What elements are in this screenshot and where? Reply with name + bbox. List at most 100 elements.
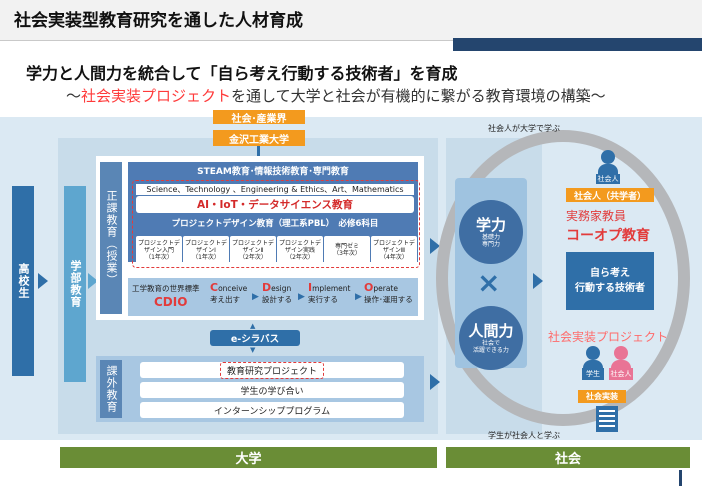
- arrow-right-icon: [38, 273, 48, 289]
- cdio-step-implement: Implement 実行する: [308, 282, 350, 305]
- cdio-jp: 実行する: [308, 295, 338, 304]
- cdio-step-design: Design 設計する: [262, 282, 292, 305]
- building-icon: [596, 406, 618, 432]
- course-name: プロジェクトデザインⅠ: [184, 239, 227, 254]
- goal-line: 行動する技術者: [575, 283, 645, 294]
- university-band: 大学: [60, 447, 437, 468]
- undergrad-bar: 学部教育: [64, 186, 86, 382]
- person-body-icon: [598, 164, 618, 174]
- cdio-letter: O: [364, 281, 374, 294]
- circle-sub: 活躍できる力: [473, 347, 509, 354]
- cdio-jp: 操作･運用する: [364, 295, 413, 304]
- course-card: 専門ゼミ（3年次）: [324, 236, 370, 264]
- cdio-rest: perate: [373, 284, 398, 293]
- page-title: 社会実装型教育研究を通した人材育成: [14, 11, 303, 31]
- connector-line: [257, 146, 260, 158]
- person-icon: [601, 150, 615, 164]
- cdio-jp: 設計する: [262, 295, 292, 304]
- society-band: 社会: [446, 447, 690, 468]
- worker-tag: 社会人: [609, 368, 633, 380]
- course-name: プロジェクトデザイン入門: [137, 239, 180, 254]
- cdio-rest: mplement: [312, 284, 351, 293]
- course-card: プロジェクトデザインⅢ（4年次）: [371, 236, 417, 264]
- course-name: プロジェクトデザインⅢ: [372, 239, 415, 254]
- student-tag: 学生: [582, 368, 604, 380]
- subline-prefix: ～: [66, 87, 82, 105]
- sciences-line: Science、Technology 、Engineering & Ethics…: [136, 184, 414, 195]
- steam-title: STEAM教育･情報技術教育･専門教育: [197, 166, 349, 177]
- highlight-frame: [220, 362, 324, 379]
- coop-education: コーオプ教育: [566, 228, 650, 244]
- cdio-standard-label: 工学教育の世界標準: [132, 284, 200, 293]
- circle-title: 学力: [475, 216, 506, 234]
- course-name: プロジェクトデザイン実践: [278, 239, 321, 254]
- goal-box: 自ら考え行動する技術者: [566, 252, 654, 310]
- student-body-icon: [583, 360, 603, 368]
- curriculum-label: 正課教育（授業）: [100, 162, 122, 314]
- cdio-letter: D: [262, 281, 272, 294]
- extracurricular-item: 学生の学び合い: [140, 382, 404, 398]
- cross-icon: ×: [477, 266, 501, 299]
- circle-sub: 社会で: [481, 340, 500, 347]
- cdio-jp: 考え出す: [210, 295, 240, 304]
- course-year: （2年次）: [239, 253, 267, 261]
- circle-title: 人間力: [468, 322, 514, 340]
- arrow-right-icon: ▶: [298, 292, 305, 302]
- pbl-title: プロジェクトデザイン教育（理工系PBL） 必修6科目: [171, 219, 379, 229]
- human-ability-circle: 人間力社会で活躍できる力: [459, 306, 523, 370]
- course-card: プロジェクトデザインⅠ（1年次）: [183, 236, 229, 264]
- course-year: （2年次）: [286, 253, 314, 261]
- highlight-frame: [132, 180, 420, 268]
- cdio-card: [128, 278, 418, 316]
- subline: ～社会実装プロジェクトを通して大学と社会が有機的に繋がる教育環境の構築～: [66, 85, 606, 106]
- subline-highlight: 社会実装プロジェクト: [81, 87, 232, 105]
- course-card: プロジェクトデザイン実践（2年次）: [277, 236, 323, 264]
- student-icon: [586, 346, 600, 360]
- course-year: （3年次）: [333, 250, 361, 257]
- worker-icon: [614, 346, 628, 360]
- course-year: （1年次）: [192, 253, 220, 261]
- circle-sub: 基礎力: [481, 234, 500, 241]
- extracurricular-label: 課外教育: [100, 360, 122, 418]
- person-tag: 社会人: [596, 174, 620, 184]
- arrow-down-icon: ▼: [250, 346, 256, 354]
- headline: 学力と人間力を統合して「自ら考え行動する技術者」を育成: [26, 64, 458, 83]
- industry-label: 社会･産業界: [213, 110, 305, 125]
- corner-mark: [679, 470, 682, 486]
- high-school-bar: 高校生: [12, 186, 34, 376]
- header-rule: [0, 40, 702, 41]
- ring-caption-top: 社会人が大学で学ぶ: [488, 124, 560, 133]
- subline-suffix: を通して大学と社会が有機的に繋がる教育環境の構築～: [231, 87, 606, 105]
- course-card: プロジェクトデザインⅡ（2年次）: [230, 236, 276, 264]
- cdio-rest: esign: [271, 284, 292, 293]
- arrow-right-icon: ▶: [252, 292, 259, 302]
- practice-label: 社会実装: [578, 390, 626, 403]
- course-name: プロジェクトデザインⅡ: [231, 239, 274, 254]
- arrow-right-icon: [430, 374, 440, 390]
- course-name: 専門ゼミ: [334, 243, 359, 250]
- cdio-word: CDIO: [154, 295, 188, 309]
- arrow-right-icon: [430, 238, 440, 254]
- partner-label: 社会人（共学者）: [566, 188, 654, 202]
- arrow-right-icon: ▶: [355, 292, 362, 302]
- social-project-label: 社会実装プロジェクト: [548, 330, 669, 344]
- practitioner-faculty: 実務家教員: [566, 209, 627, 223]
- cdio-letter: C: [210, 281, 219, 294]
- course-year: （4年次）: [380, 253, 408, 261]
- header-accent-bar: [453, 38, 702, 51]
- course-year: （1年次）: [145, 253, 173, 261]
- cdio-step-operate: Operate 操作･運用する: [364, 282, 413, 305]
- e-syllabus-label: e-シラバス: [210, 330, 300, 346]
- cdio-letter: I: [308, 281, 313, 294]
- arrow-right-icon: [88, 273, 98, 289]
- extracurricular-item: 教育研究プロジェクト: [140, 362, 404, 378]
- academic-ability-circle: 学力基礎力専門力: [459, 200, 523, 264]
- arrow-up-icon: ▲: [250, 322, 256, 330]
- arrow-right-icon: [533, 273, 543, 289]
- worker-body-icon: [611, 360, 631, 368]
- ai-iot-datascience-line: AI・IoT・データサイエンス教育: [136, 196, 414, 213]
- extracurricular-item: インターンシッププログラム: [140, 402, 404, 418]
- university-label: 金沢工業大学: [213, 130, 305, 146]
- goal-line: 自ら考え: [590, 268, 630, 279]
